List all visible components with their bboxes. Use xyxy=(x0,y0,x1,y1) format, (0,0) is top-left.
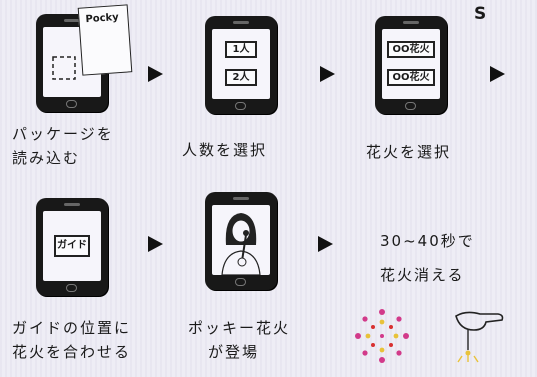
step-1-caption: パッケージを 読み込む xyxy=(12,122,114,170)
phone-step-2: 1人 2人 xyxy=(205,16,277,114)
speaker xyxy=(403,21,419,24)
step-2-caption: 人数を選択 xyxy=(182,138,267,162)
caption-line: 読み込む xyxy=(12,149,81,167)
caption-line: が登場 xyxy=(208,343,260,361)
phone-screen: 1人 2人 xyxy=(212,29,270,99)
home-button xyxy=(405,102,416,110)
caption-line: 花火消える xyxy=(380,266,465,284)
one-person-button: 1人 xyxy=(225,41,257,58)
caption-line: ポッキー花火 xyxy=(188,319,291,337)
home-button xyxy=(66,100,77,108)
phone-screen: OO花火 OO花火 xyxy=(382,29,440,99)
guide-box: ガイド xyxy=(54,235,90,257)
phone-screen xyxy=(212,205,270,275)
home-button xyxy=(66,284,77,292)
caption-line: 30~40秒で xyxy=(380,232,475,250)
speaker xyxy=(64,19,80,22)
step-6-caption: 30~40秒で 花火消える xyxy=(380,224,475,292)
phone-step-3: OO花火 OO花火 xyxy=(375,16,447,114)
speaker xyxy=(233,197,249,200)
page-number: S xyxy=(474,4,487,24)
arrow-right-icon xyxy=(490,66,505,82)
home-button xyxy=(235,278,246,286)
arrow-right-icon xyxy=(320,66,335,82)
speaker xyxy=(233,21,249,24)
phone-screen: ガイド xyxy=(43,211,101,281)
two-person-button: 2人 xyxy=(225,69,257,86)
caption-line: 花火を合わせる xyxy=(12,343,132,361)
arrow-right-icon xyxy=(318,236,333,252)
home-button xyxy=(235,102,246,110)
arrow-right-icon xyxy=(148,236,163,252)
arrow-right-icon xyxy=(148,66,163,82)
phone-step-5 xyxy=(205,192,277,290)
firework-option-button: OO花火 xyxy=(387,41,435,58)
step-5-caption: ポッキー花火 が登場 xyxy=(188,316,290,364)
person-holding-firework-illustration xyxy=(221,213,261,275)
phone-step-4: ガイド xyxy=(36,198,108,296)
step-4-caption: ガイドの位置に 花火を合わせる xyxy=(12,316,131,364)
caption-line: ガイドの位置に xyxy=(12,319,132,337)
caption-line: パッケージを xyxy=(12,125,114,143)
caption-line: 花火を選択 xyxy=(366,143,452,161)
package-label: Pocky xyxy=(85,11,120,26)
scan-frame-icon xyxy=(52,56,76,80)
step-3-caption: 花火を選択 xyxy=(366,140,451,164)
caption-line: 人数を選択 xyxy=(182,141,268,159)
firework-burst-icon xyxy=(355,309,409,363)
pocky-package: Pocky xyxy=(77,4,133,76)
firework-option-button: OO花火 xyxy=(387,69,435,86)
hand-sparkler-icon xyxy=(455,311,504,363)
speaker xyxy=(64,203,80,206)
